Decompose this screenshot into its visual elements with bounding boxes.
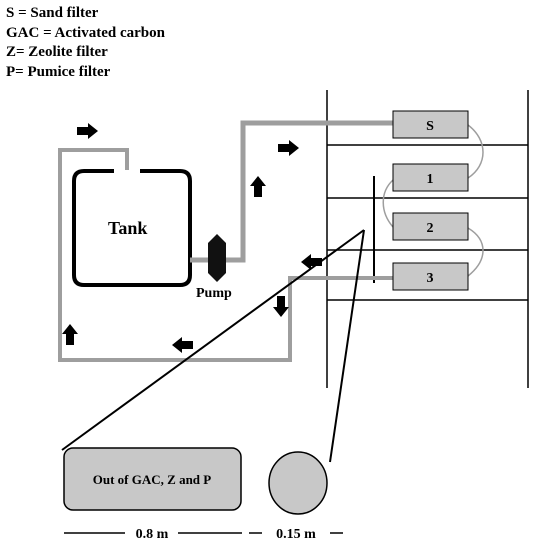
flow-arrow-feed	[278, 140, 299, 156]
flow-arrow-down	[273, 296, 289, 317]
filter-rack	[326, 90, 529, 388]
filter-3-label: 3	[427, 271, 434, 286]
flow-arrow-up-left	[62, 324, 78, 345]
filter-detail-label: Out of GAC, Z and P	[93, 472, 212, 487]
return-pipe	[58, 148, 393, 362]
filter-1-label: 1	[427, 172, 434, 187]
flow-arrow-up-pump	[250, 176, 266, 197]
detail-callout-lines	[61, 229, 365, 463]
legend-pumice-filter: P= Pumice filter	[6, 63, 111, 80]
legend-activated-carbon: GAC = Activated carbon	[6, 24, 165, 41]
filter-3: 3	[392, 262, 469, 291]
filter-s: S	[392, 110, 469, 139]
legend-sand-filter: S = Sand filter	[6, 5, 99, 21]
pump	[208, 234, 226, 282]
filter-2-label: 2	[427, 221, 434, 236]
tank	[72, 169, 192, 287]
legend: S = Sand filter GAC = Activated carbon Z…	[6, 4, 165, 82]
dimension-diameter: 0.15 m	[276, 527, 316, 542]
filter-cross-section	[268, 451, 328, 515]
filter-2: 2	[392, 212, 469, 241]
filter-detail-box	[63, 447, 242, 511]
dimension-length: 0.8 m	[136, 527, 169, 542]
filter-connectors	[382, 124, 484, 277]
legend-zeolite-filter: Z= Zeolite filter	[6, 44, 108, 60]
flow-arrow-top	[77, 123, 98, 139]
filter-s-label: S	[426, 119, 434, 134]
pump-label: Pump	[196, 286, 232, 301]
filter-1: 1	[392, 163, 469, 192]
tank-label: Tank	[108, 218, 147, 238]
flow-arrow-bottom	[172, 337, 193, 353]
